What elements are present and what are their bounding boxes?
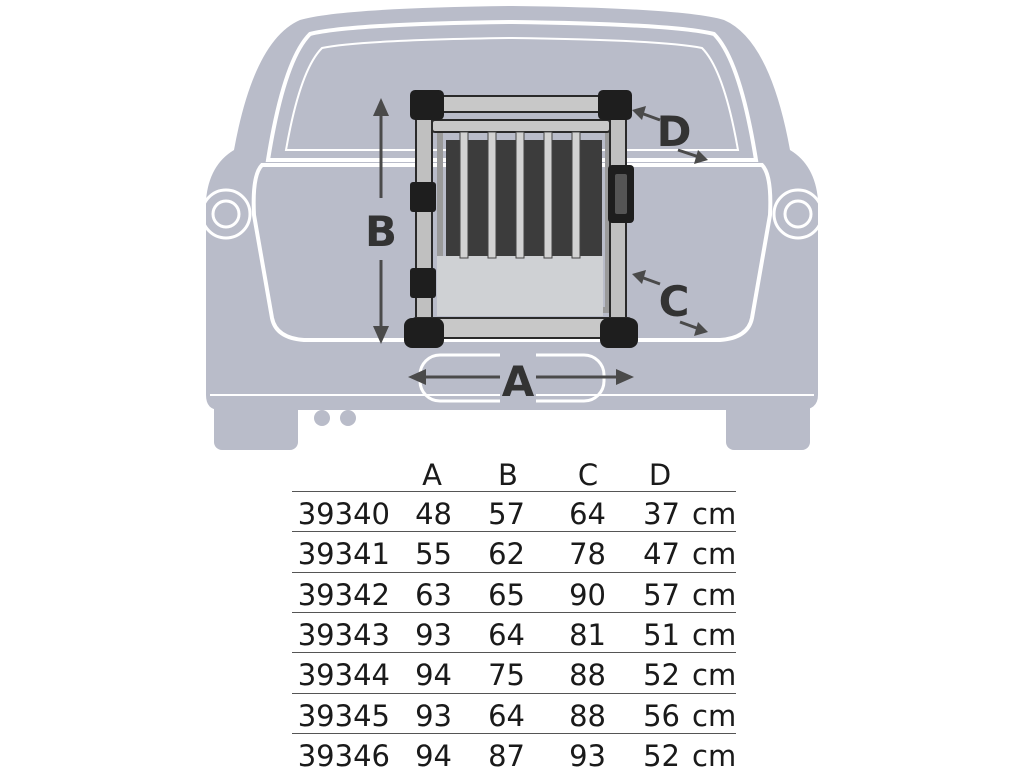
left-taillight	[200, 188, 252, 240]
right-taillight	[772, 188, 824, 240]
dimension-b-value: 65	[488, 578, 525, 612]
dimension-d-value: 47	[643, 537, 680, 571]
dimension-a-value: 93	[415, 618, 452, 652]
car-crate-diagram: B A D C	[200, 6, 824, 450]
dimension-c-value: 88	[569, 699, 606, 733]
dimension-c-label: C	[659, 277, 690, 326]
unit-label: cm	[692, 699, 737, 733]
dimension-c-value: 78	[569, 537, 606, 571]
table-row-divider	[292, 491, 736, 492]
crate-latch-slot	[615, 174, 627, 214]
table-row-divider	[292, 572, 736, 573]
column-header: C	[577, 458, 599, 492]
dimension-b-value: 75	[488, 658, 525, 692]
table-row-divider	[292, 693, 736, 694]
crate-door-panel	[437, 256, 603, 316]
rear-window-outline	[265, 19, 759, 162]
exhaust-pipe	[314, 410, 330, 426]
table-row-divider	[292, 733, 736, 734]
item-number: 39343	[297, 618, 390, 652]
crate-corner	[404, 318, 444, 348]
dimension-c-value: 93	[569, 739, 606, 768]
crate-hinge	[410, 182, 436, 212]
table-row-divider	[292, 612, 736, 613]
dimension-c: C	[632, 270, 708, 336]
right-taillight	[783, 199, 813, 229]
unit-label: cm	[692, 618, 737, 652]
item-number: 39342	[297, 578, 390, 612]
item-number: 39346	[297, 739, 390, 768]
dimension-b-value: 62	[488, 537, 525, 571]
dimension-d-value: 37	[643, 497, 680, 531]
dimension-b-value: 87	[488, 739, 525, 768]
table-row-divider	[292, 652, 736, 653]
item-number: 39345	[297, 699, 390, 733]
dimension-a-label: A	[502, 357, 535, 406]
dimension-d-value: 52	[643, 658, 680, 692]
column-header: D	[648, 458, 672, 492]
dimension-a-value: 94	[415, 739, 452, 768]
trunk-opening-outline	[251, 163, 773, 342]
dimension-b-value: 57	[488, 497, 525, 531]
unit-label: cm	[692, 658, 737, 692]
dimension-a-value: 93	[415, 699, 452, 733]
unit-label: cm	[692, 497, 737, 531]
crate-hinge	[410, 268, 436, 298]
item-number: 39344	[297, 658, 390, 692]
dimension-b-value: 64	[488, 699, 525, 733]
left-wheel	[214, 395, 298, 450]
dimension-b-label: B	[365, 207, 397, 256]
dimension-d-value: 51	[643, 618, 680, 652]
crate-door-bars	[459, 131, 581, 259]
dimension-c-value: 88	[569, 658, 606, 692]
crate-top-rail	[417, 95, 625, 113]
dimension-d-value: 56	[643, 699, 680, 733]
column-header: B	[498, 458, 518, 492]
rear-window-inner	[284, 36, 740, 151]
column-header: A	[422, 458, 442, 492]
crate-corner	[600, 318, 638, 348]
dimension-b: B	[362, 98, 400, 344]
dimension-d: D	[632, 106, 708, 164]
item-number: 39340	[297, 497, 390, 531]
item-number: 39341	[297, 537, 390, 571]
unit-label: cm	[692, 739, 737, 768]
crate-left-post	[415, 99, 433, 337]
dimension-a-value: 48	[415, 497, 452, 531]
right-wheel	[726, 395, 810, 450]
crate-bottom-rail	[411, 317, 633, 339]
dimension-d-value: 52	[643, 739, 680, 768]
dimension-d-label: D	[657, 107, 692, 156]
crate-corner	[598, 90, 632, 120]
dimension-a: A	[408, 352, 634, 406]
dimension-c-value: 81	[569, 618, 606, 652]
unit-label: cm	[692, 537, 737, 571]
dog-crate	[404, 90, 638, 348]
dimension-a-value: 94	[415, 658, 452, 692]
crate-corner	[410, 90, 444, 120]
left-taillight	[211, 199, 241, 229]
dimension-a-value: 55	[415, 537, 452, 571]
table-row-divider	[292, 531, 736, 532]
crate-top-rail	[431, 119, 611, 133]
dimension-c-value: 64	[569, 497, 606, 531]
dimension-c-value: 90	[569, 578, 606, 612]
dimension-a-value: 63	[415, 578, 452, 612]
dimension-b-value: 64	[488, 618, 525, 652]
dimension-d-value: 57	[643, 578, 680, 612]
exhaust-pipe	[340, 410, 356, 426]
unit-label: cm	[692, 578, 737, 612]
